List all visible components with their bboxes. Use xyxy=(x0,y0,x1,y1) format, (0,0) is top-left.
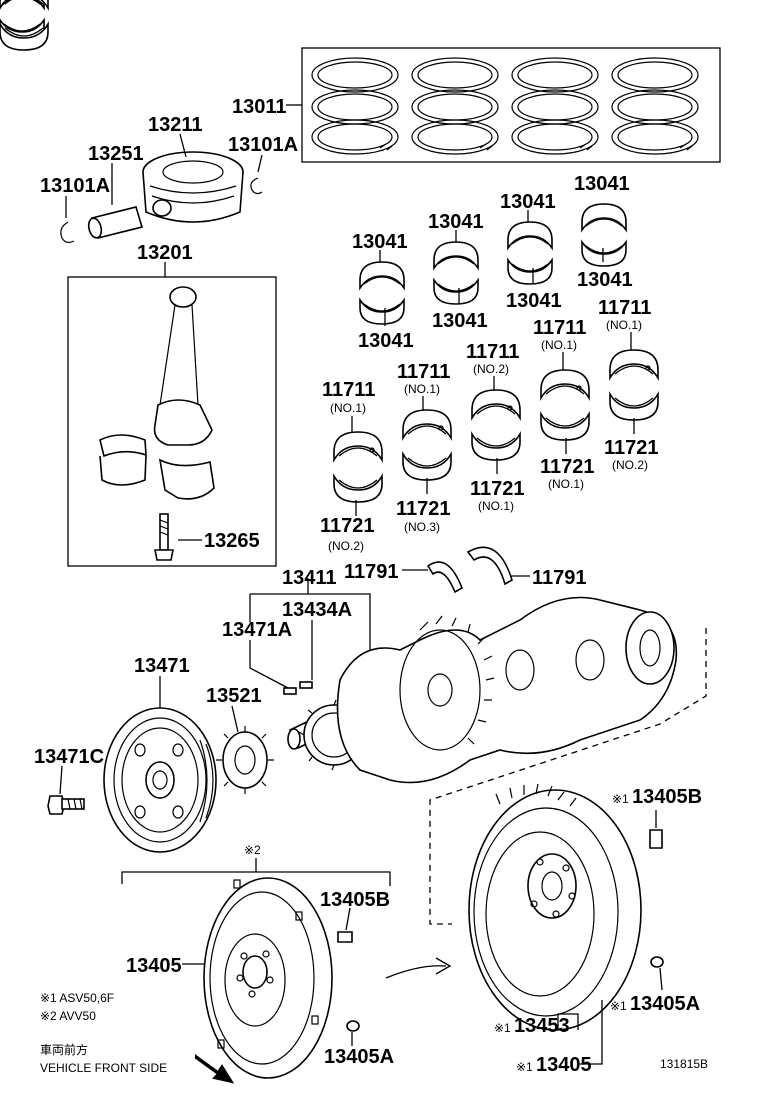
label-11721-b: 11721 xyxy=(396,498,451,520)
label-13471: 13471 xyxy=(134,655,190,677)
crankshaft xyxy=(287,596,678,784)
label-13041-e: 13041 xyxy=(500,191,556,213)
snap-ring-left xyxy=(60,221,75,244)
label-11711-a-sub: (NO.1) xyxy=(330,401,366,415)
label-11711-a: 11711 xyxy=(322,379,375,401)
label-11711-c-sub: (NO.2) xyxy=(473,362,509,376)
label-11721-c: 11721 xyxy=(470,478,525,500)
label-11721-b-sub: (NO.3) xyxy=(404,520,440,534)
key-13434A xyxy=(299,681,313,689)
flywheel-bolt-right xyxy=(649,829,663,849)
conrod-bearing-3 xyxy=(507,221,553,285)
label-11711-e-sub: (NO.1) xyxy=(606,318,642,332)
mark-flywheel-avv50: ※2 xyxy=(244,843,261,857)
pulley-bolt xyxy=(47,795,85,815)
label-13405A-right: 13405A xyxy=(630,993,700,1015)
label-13211: 13211 xyxy=(148,114,203,136)
piston xyxy=(142,151,244,223)
label-11721-d: 11721 xyxy=(540,456,595,478)
label-11711-d: 11711 xyxy=(533,317,586,339)
flywheel-avv50 xyxy=(203,877,333,1079)
label-13041-g: 13041 xyxy=(574,173,630,195)
mark-13405-right: ※1 xyxy=(516,1060,533,1074)
note-avv50: ※2 AVV50 xyxy=(40,1009,96,1023)
label-13011: 13011 xyxy=(232,96,287,118)
label-13265: 13265 xyxy=(204,530,260,552)
main-bearing-1 xyxy=(333,431,383,503)
flywheel-asv50 xyxy=(468,783,642,1031)
label-13041-d: 13041 xyxy=(432,310,488,332)
label-11721-e-sub: (NO.2) xyxy=(612,458,648,472)
label-13041-h: 13041 xyxy=(577,269,633,291)
label-11721-e: 11721 xyxy=(604,437,659,459)
label-11711-b-sub: (NO.1) xyxy=(404,382,440,396)
main-bearing-2 xyxy=(402,409,452,481)
conrod-bearing-2 xyxy=(433,241,479,305)
crank-pulley xyxy=(103,707,217,853)
main-bearing-5 xyxy=(609,349,659,421)
key-13471A xyxy=(283,687,297,695)
label-13411: 13411 xyxy=(282,567,337,589)
label-11721-d-sub: (NO.1) xyxy=(548,477,584,491)
label-13434A: 13434A xyxy=(282,599,352,621)
thrust-washer-left xyxy=(426,561,463,594)
conrod-bearing-4 xyxy=(581,203,627,267)
label-11711-b: 11711 xyxy=(397,361,450,383)
label-13041-b: 13041 xyxy=(358,330,414,352)
mark-13405A-right: ※1 xyxy=(610,999,627,1013)
label-13471C: 13471C xyxy=(34,746,104,768)
crank-sprocket xyxy=(216,726,274,794)
label-11721-a: 11721 xyxy=(320,515,375,537)
dowel-right xyxy=(650,956,664,968)
diagram-id: 131815B xyxy=(660,1057,708,1071)
label-11721-a-sub: (NO.2) xyxy=(328,539,364,553)
label-13101A-left: 13101A xyxy=(40,175,110,197)
main-bearing-4 xyxy=(540,369,590,441)
thrust-washer-right xyxy=(466,546,513,586)
label-11711-e: 11711 xyxy=(598,297,651,319)
label-11721-c-sub: (NO.1) xyxy=(478,499,514,513)
mark-13405B-top: ※1 xyxy=(612,792,629,806)
piston-ring-set xyxy=(301,47,721,163)
mark-13453: ※1 xyxy=(494,1021,511,1035)
label-13453: 13453 xyxy=(514,1015,570,1037)
label-11791-right: 11791 xyxy=(532,567,587,589)
front-arrow-icon xyxy=(195,1054,235,1084)
label-13251: 13251 xyxy=(88,143,144,165)
rod-bolt xyxy=(154,513,174,561)
label-13405-right: 13405 xyxy=(536,1054,592,1076)
label-11711-d-sub: (NO.1) xyxy=(541,338,577,352)
front-side-jp: 車両前方 xyxy=(40,1042,88,1057)
label-13201: 13201 xyxy=(137,242,193,264)
label-13101A-right: 13101A xyxy=(228,134,298,156)
label-13405B: 13405B xyxy=(320,889,390,911)
label-13521: 13521 xyxy=(206,685,262,707)
label-13405: 13405 xyxy=(126,955,182,977)
conrod-frame xyxy=(67,276,277,567)
note-asv50: ※1 ASV50,6F xyxy=(40,991,114,1005)
main-bearing-3 xyxy=(471,389,521,461)
label-11791-left: 11791 xyxy=(344,561,399,583)
label-13041-f: 13041 xyxy=(506,290,562,312)
conrod-bearing-1 xyxy=(359,261,405,325)
front-side-en: VEHICLE FRONT SIDE xyxy=(40,1061,167,1075)
label-13041-c: 13041 xyxy=(428,211,484,233)
flywheel-bolt-left xyxy=(337,931,353,943)
connecting-rod xyxy=(99,286,215,500)
label-13405A: 13405A xyxy=(324,1046,394,1068)
label-11711-c: 11711 xyxy=(466,341,519,363)
dowel-left xyxy=(346,1020,360,1032)
label-13041-a: 13041 xyxy=(352,231,408,253)
piston-pin xyxy=(87,206,144,239)
label-13471A: 13471A xyxy=(222,619,292,641)
snap-ring-right xyxy=(250,177,263,195)
label-13405B-top: 13405B xyxy=(632,786,702,808)
